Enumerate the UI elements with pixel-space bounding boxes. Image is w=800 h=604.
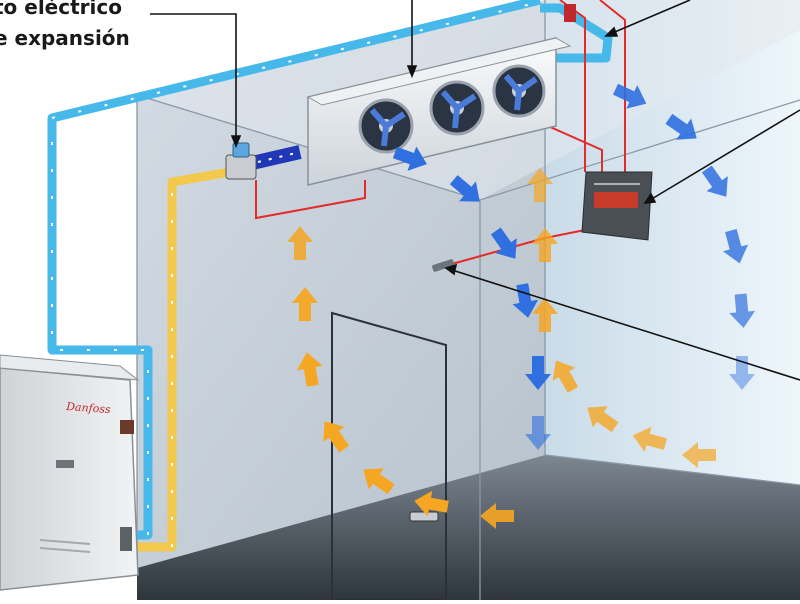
warm-airflow-arrow bbox=[323, 421, 350, 453]
warm-airflow-arrow bbox=[532, 298, 558, 332]
evaporator-fan-1 bbox=[358, 98, 414, 154]
cold-airflow-arrow bbox=[490, 227, 517, 259]
cold-airflow-arrow bbox=[525, 416, 551, 450]
warm-airflow-arrow bbox=[363, 468, 395, 495]
cold-airflow-arrow bbox=[701, 165, 728, 197]
cold-airflow-arrow bbox=[525, 356, 551, 390]
warm-airflow-arrow bbox=[292, 287, 318, 321]
airflow-arrows bbox=[287, 83, 756, 529]
cold-airflow-arrow bbox=[392, 146, 427, 171]
evaporator-fan-3 bbox=[492, 64, 546, 118]
cold-airflow-arrow bbox=[729, 356, 755, 390]
evaporator-fan-2 bbox=[429, 80, 485, 136]
side-wall bbox=[545, 0, 800, 600]
condensing-unit-brand: Danfoss bbox=[65, 400, 112, 416]
cold-airflow-arrow bbox=[729, 293, 756, 328]
warm-airflow-arrow bbox=[414, 490, 449, 517]
warm-airflow-arrow bbox=[632, 426, 668, 453]
warm-airflow-arrow bbox=[296, 352, 323, 387]
temperature-sensor bbox=[432, 259, 455, 272]
warm-airflow-arrow bbox=[532, 228, 558, 262]
callout-leaders bbox=[150, 0, 800, 381]
leader-expansion-valve bbox=[150, 13, 237, 140]
cold-airflow-arrow bbox=[612, 83, 647, 109]
liquid-line bbox=[47, 0, 613, 540]
expansion-valve bbox=[225, 142, 302, 180]
warm-airflow-arrow bbox=[682, 442, 716, 468]
cold-airflow-arrow bbox=[722, 228, 749, 264]
callout-label-line1: to eléctrico bbox=[0, 0, 122, 19]
warm-airflow-arrow bbox=[480, 503, 514, 529]
leader-solenoid bbox=[609, 0, 691, 35]
electrical-panel bbox=[581, 171, 653, 241]
warm-airflow-arrow bbox=[587, 406, 619, 433]
warm-airflow-arrow bbox=[552, 360, 579, 393]
leader-sensor bbox=[451, 269, 800, 381]
warm-airflow-arrow bbox=[527, 168, 553, 202]
solenoid-valve bbox=[564, 4, 576, 22]
leader-panel bbox=[649, 109, 800, 201]
cold-airflow-arrow bbox=[449, 175, 480, 202]
suction-line bbox=[128, 167, 231, 552]
callout-label-line2: e expansión bbox=[0, 26, 130, 50]
evaporator-unit bbox=[306, 37, 572, 186]
floor bbox=[137, 455, 800, 600]
door-handle bbox=[409, 511, 439, 522]
cold-airflow-arrow bbox=[665, 113, 697, 140]
condensing-unit: Danfoss bbox=[0, 354, 140, 591]
warm-airflow-arrow bbox=[287, 226, 313, 260]
